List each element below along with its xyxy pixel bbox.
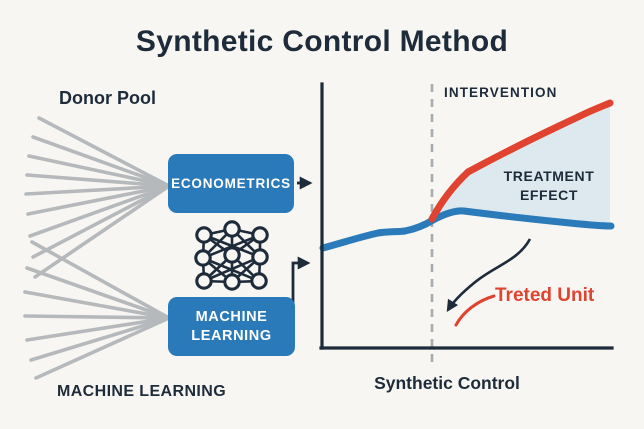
donor-pool-fan-lines — [23, 116, 171, 380]
treatment-effect-area — [432, 103, 610, 226]
intervention-label: INTERVENTION — [444, 85, 558, 100]
chart-plot — [319, 82, 615, 366]
treated-unit-underline-swoosh — [454, 294, 496, 327]
machine-learning-elbow-arrow-icon — [291, 256, 311, 322]
econometrics-box-label: ECONOMETRICS — [171, 176, 291, 191]
chart-axes — [319, 82, 614, 350]
machine-learning-box-label: MACHINE LEARNING — [191, 308, 272, 344]
machine-learning-caption: MACHINE LEARNING — [57, 383, 227, 400]
treatment-effect-label: TREATMENT EFFECT — [503, 168, 595, 203]
x-axis-label: Synthetic Control — [374, 373, 520, 393]
treated-unit-label: Treted Unit — [495, 285, 595, 306]
donor-pool-label: Donor Pool — [59, 88, 156, 108]
treated-unit-pointer-arrow-icon — [446, 238, 532, 313]
page-title: Synthetic Control Method — [135, 25, 509, 58]
neural-network-icon — [194, 220, 269, 291]
econometrics-box: ECONOMETRICS — [168, 154, 294, 213]
machine-learning-box: MACHINE LEARNING — [168, 297, 295, 356]
treated-unit-line — [428, 99, 614, 223]
